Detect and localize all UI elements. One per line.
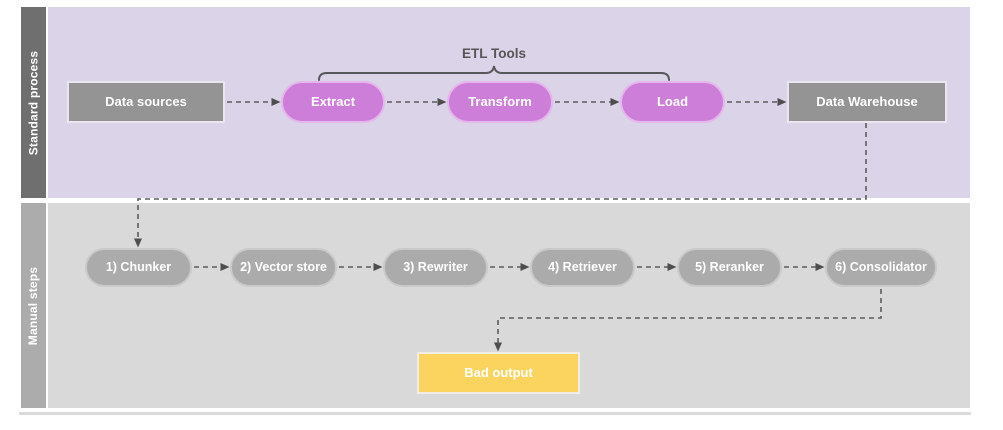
node-reranker-label: 5) Reranker <box>695 260 764 275</box>
node-reranker: 5) Reranker <box>677 248 782 287</box>
node-chunker-label: 1) Chunker <box>105 260 172 275</box>
node-chunker: 1) Chunker <box>85 248 192 287</box>
node-bad-output: Bad output <box>417 352 580 394</box>
node-load: Load <box>620 81 725 123</box>
lane-header-standard-process: Standard process <box>21 7 46 198</box>
node-data-warehouse-label: Data Warehouse <box>816 93 918 109</box>
etl-tools-label: ETL Tools <box>462 46 526 61</box>
lane-header-standard-process-label: Standard process <box>26 50 41 155</box>
node-data-sources: Data sources <box>67 81 225 123</box>
canvas-bottom-rule <box>19 412 971 415</box>
lane-header-manual-steps-label: Manual steps <box>26 266 41 345</box>
node-consolidator-label: 6) Consolidator <box>835 260 927 275</box>
node-consolidator: 6) Consolidator <box>825 248 937 287</box>
node-rewriter: 3) Rewriter <box>383 248 488 287</box>
node-retriever: 4) Retriever <box>530 248 635 287</box>
node-load-label: Load <box>656 93 689 109</box>
node-bad-output-label: Bad output <box>464 364 533 380</box>
node-data-warehouse: Data Warehouse <box>787 81 947 123</box>
node-vector-store: 2) Vector store <box>230 248 337 287</box>
node-transform-label: Transform <box>468 93 532 109</box>
node-transform: Transform <box>447 81 553 123</box>
node-retriever-label: 4) Retriever <box>548 260 617 275</box>
node-extract: Extract <box>281 81 385 123</box>
node-data-sources-label: Data sources <box>105 93 187 109</box>
node-rewriter-label: 3) Rewriter <box>403 260 468 275</box>
node-extract-label: Extract <box>310 93 356 109</box>
node-vector-store-label: 2) Vector store <box>240 260 327 275</box>
lane-header-manual-steps: Manual steps <box>21 203 46 408</box>
